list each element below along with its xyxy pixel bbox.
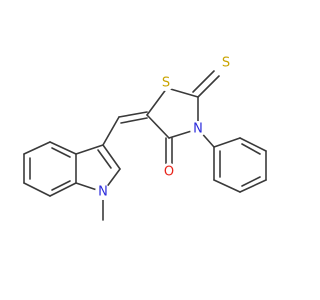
bond [49,141,77,155]
bond [51,147,71,158]
bond [241,143,261,155]
bond [23,182,51,197]
bond [23,141,51,155]
atom-label-layer: S S O N N [95,55,234,200]
thiazolidine-nitrogen-atom: N [190,121,206,137]
bond [192,70,215,93]
thione-sulfur-label: S [222,56,230,71]
bond [213,179,241,193]
bond [118,111,148,118]
indole-nitrogen-label: N [98,185,108,200]
structure-canvas: S S O N N [23,55,267,221]
bond [49,182,77,197]
molecule-structure: S S O N N [23,55,267,221]
thiazolidine-nitrogen-label: N [193,122,203,137]
carbonyl-oxygen-atom: O [161,163,177,180]
bond [213,137,241,148]
carbonyl-oxygen-label: O [164,165,174,180]
bond [241,176,261,187]
bond [239,179,267,193]
bond [197,75,220,98]
bond [51,180,71,191]
bond [102,116,120,146]
bond [102,144,121,170]
bond [97,149,112,169]
bond [120,117,148,124]
bond [239,137,267,152]
ring-sulfur-atom: S [158,75,174,91]
bond [75,144,104,155]
thione-sulfur-atom: S [218,55,234,71]
ring-sulfur-label: S [162,76,170,91]
indole-nitrogen-atom: N [95,184,111,200]
bond-layer [23,70,267,221]
bond [146,114,170,139]
bond [166,87,199,98]
bond [146,87,168,116]
